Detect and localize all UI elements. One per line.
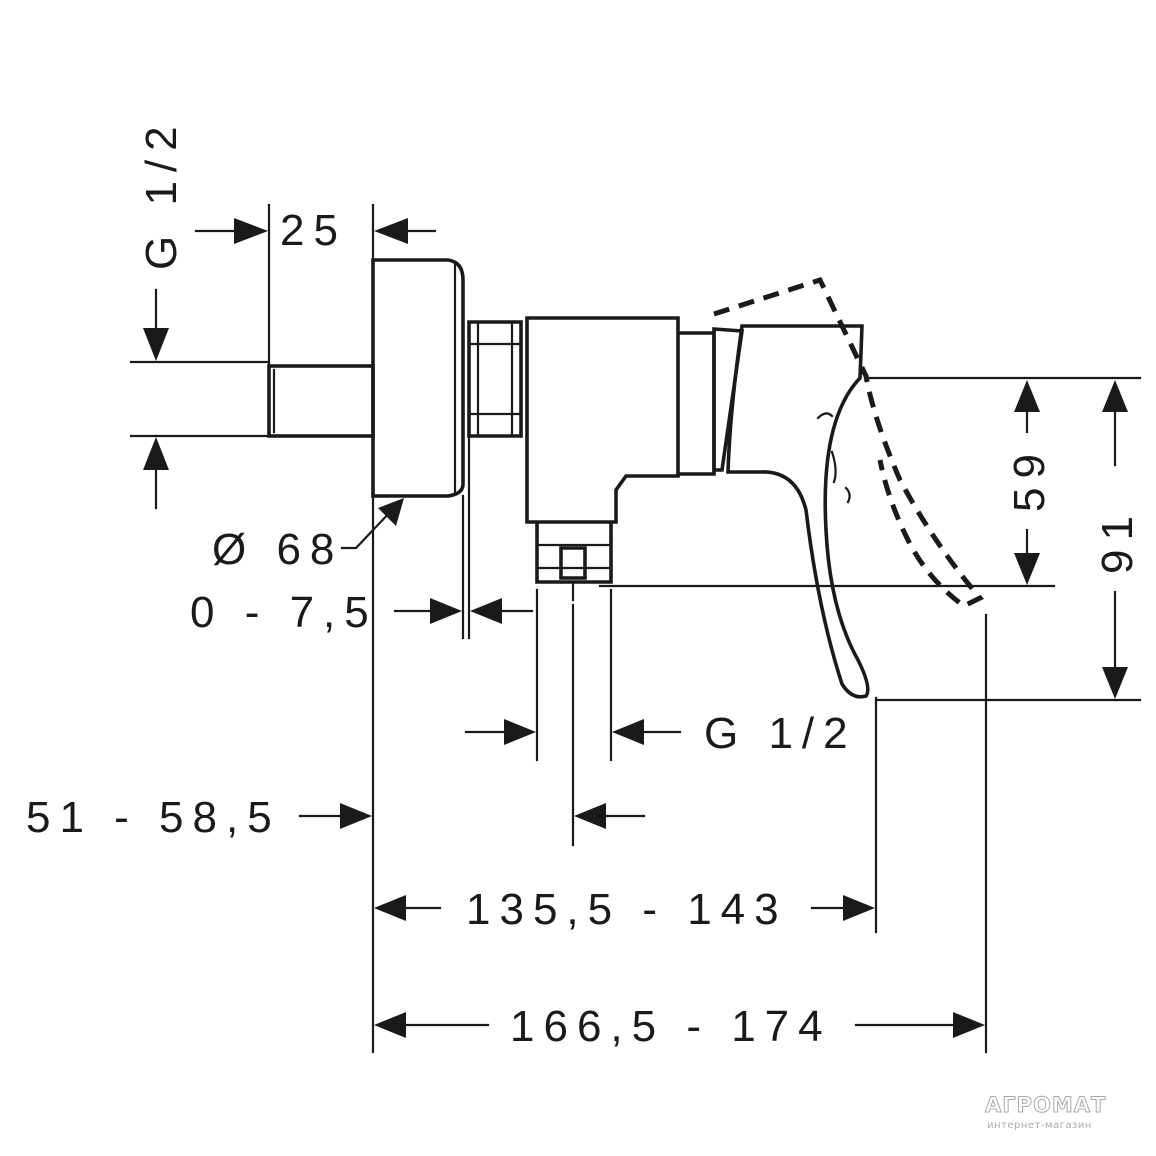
dim-height-91: 91 bbox=[1093, 507, 1142, 574]
dim-25: 25 bbox=[280, 206, 347, 255]
dim-thread-outlet: G 1/2 bbox=[704, 709, 857, 758]
extension-lines bbox=[129, 203, 1142, 1054]
watermark-brand: АГРОМАТ bbox=[985, 1093, 1106, 1117]
dim-thread-inlet: G 1/2 bbox=[137, 117, 186, 270]
mixer-outline bbox=[267, 258, 984, 699]
dim-to-lever: 135,5 - 143 bbox=[466, 885, 788, 934]
dimension-arrows bbox=[143, 218, 1128, 1038]
dim-offset: 0 - 7,5 bbox=[190, 588, 378, 637]
dim-height-59: 59 bbox=[1005, 445, 1054, 512]
watermark-logo: АГРОМАТ интернет-магазин bbox=[985, 1093, 1106, 1132]
dim-wall-to-body: 51 - 58,5 bbox=[26, 793, 281, 842]
watermark-tagline: интернет-магазин bbox=[987, 1120, 1092, 1131]
dim-diameter-68: Ø 68 bbox=[212, 525, 343, 574]
dim-to-lever-max: 166,5 - 174 bbox=[510, 1002, 832, 1051]
